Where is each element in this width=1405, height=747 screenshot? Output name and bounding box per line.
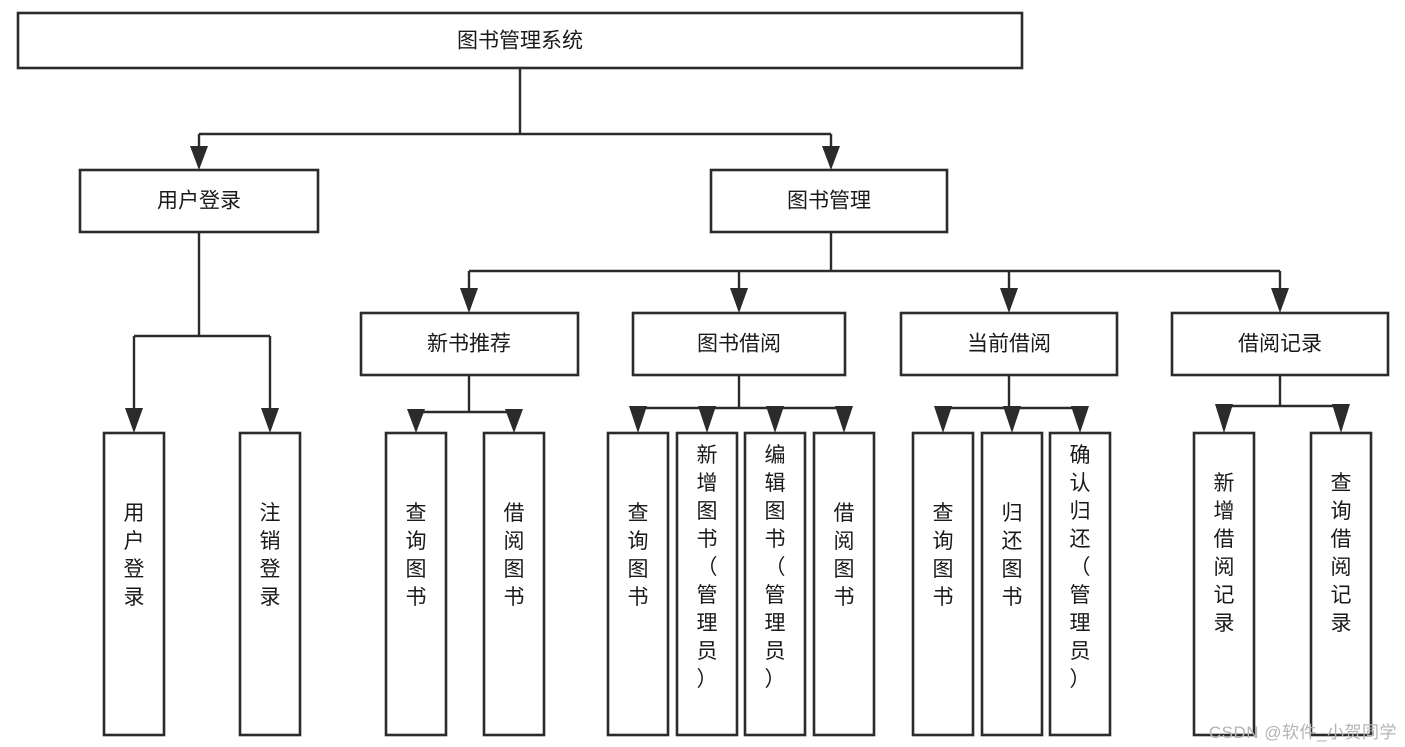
- leaf-edit-book-admin-label: 编辑图书（管理员）: [765, 444, 786, 691]
- arrow-bookmgmt-to-newbook-icon: [460, 288, 478, 313]
- node-user-login-box[interactable]: [78, 168, 320, 234]
- leaf-query-borrow-record[interactable]: 查询借阅记录: [1309, 431, 1373, 737]
- leaf-query-book-2-label: 查询图书: [628, 502, 649, 609]
- leaf-logout-box[interactable]: [238, 431, 302, 737]
- arrow-record-leaf1-icon: [1215, 404, 1233, 433]
- leaf-query-book-3[interactable]: 查询图书: [911, 431, 975, 737]
- node-user-login-label: 用户登录: [157, 190, 241, 213]
- node-root-label: 图书管理系统: [457, 30, 583, 53]
- leaf-add-book-admin-box[interactable]: [675, 431, 739, 737]
- arrow-borrow-leaf2-icon: [698, 406, 716, 433]
- arrow-userlogin-leaf1-icon: [125, 408, 143, 433]
- node-book-borrow[interactable]: 图书借阅: [631, 311, 847, 377]
- node-borrow-record-label: 借阅记录: [1238, 333, 1322, 356]
- node-book-management-label: 图书管理: [787, 190, 871, 213]
- leaf-edit-book-admin-box[interactable]: [743, 431, 807, 737]
- node-new-book-recommend-label: 新书推荐: [427, 333, 511, 356]
- node-current-borrow-box[interactable]: [899, 311, 1119, 377]
- arrow-current-leaf3-icon: [1071, 406, 1089, 433]
- leaf-add-book-admin-label: 新增图书（管理员）: [697, 444, 718, 691]
- leaf-borrow-book-2-label: 借阅图书: [834, 502, 855, 609]
- leaf-query-book-1-label: 查询图书: [406, 502, 427, 609]
- arrow-newbook-leaf1-icon: [407, 409, 425, 433]
- leaf-add-borrow-record-label: 新增借阅记录: [1214, 472, 1235, 635]
- node-root[interactable]: 图书管理系统: [16, 11, 1024, 70]
- node-borrow-record[interactable]: 借阅记录: [1170, 311, 1390, 377]
- node-book-borrow-label: 图书借阅: [697, 333, 781, 356]
- node-user-login[interactable]: 用户登录: [78, 168, 320, 234]
- leaf-borrow-book-1-label: 借阅图书: [504, 502, 525, 609]
- leaf-query-book-1[interactable]: 查询图书: [384, 431, 448, 737]
- node-book-borrow-box[interactable]: [631, 311, 847, 377]
- leaf-query-book-1-box[interactable]: [384, 431, 448, 737]
- arrow-borrow-leaf3-icon: [766, 406, 784, 433]
- leaf-borrow-book-2-box[interactable]: [812, 431, 876, 737]
- edge-layer: [125, 68, 1350, 433]
- leaf-query-borrow-record-box[interactable]: [1309, 431, 1373, 737]
- arrow-record-leaf2-icon: [1332, 404, 1350, 433]
- leaf-confirm-return-admin-label: 确认归还（管理员）: [1070, 444, 1091, 691]
- leaf-edit-book-admin[interactable]: 编辑图书（管理员）: [743, 431, 807, 737]
- leaf-query-borrow-record-label: 查询借阅记录: [1331, 472, 1352, 635]
- leaf-query-book-3-label: 查询图书: [933, 502, 954, 609]
- leaf-return-book-label: 归还图书: [1002, 502, 1023, 609]
- arrow-borrow-leaf4-icon: [835, 406, 853, 433]
- arrow-borrow-leaf1-icon: [629, 406, 647, 433]
- arrow-bookmgmt-to-borrow-icon: [730, 288, 748, 313]
- arrow-current-leaf1-icon: [934, 406, 952, 433]
- leaf-user-login-box[interactable]: [102, 431, 166, 737]
- node-layer: 图书管理系统 用户登录 图书管理 新书推荐 图书借阅 当前: [16, 11, 1390, 737]
- arrow-current-leaf2-icon: [1003, 406, 1021, 433]
- leaf-logout[interactable]: 注销登录: [238, 431, 302, 737]
- leaf-query-book-2-box[interactable]: [606, 431, 670, 737]
- arrow-root-to-user-login-icon: [190, 146, 208, 170]
- node-root-box[interactable]: [16, 11, 1024, 70]
- node-current-borrow[interactable]: 当前借阅: [899, 311, 1119, 377]
- leaf-add-borrow-record-box[interactable]: [1192, 431, 1256, 737]
- leaf-user-login-label: 用户登录: [124, 502, 145, 609]
- node-borrow-record-box[interactable]: [1170, 311, 1390, 377]
- node-new-book-recommend-box[interactable]: [359, 311, 580, 377]
- node-current-borrow-label: 当前借阅: [967, 333, 1051, 356]
- node-book-management-box[interactable]: [709, 168, 949, 234]
- leaf-query-book-3-box[interactable]: [911, 431, 975, 737]
- node-book-management[interactable]: 图书管理: [709, 168, 949, 234]
- leaf-borrow-book-1-box[interactable]: [482, 431, 546, 737]
- leaf-add-book-admin[interactable]: 新增图书（管理员）: [675, 431, 739, 737]
- leaf-return-book-box[interactable]: [980, 431, 1044, 737]
- arrow-root-to-book-mgmt-icon: [822, 146, 840, 170]
- leaf-user-login[interactable]: 用户登录: [102, 431, 166, 737]
- arrow-bookmgmt-to-current-icon: [1000, 288, 1018, 313]
- leaf-confirm-return-admin-box[interactable]: [1048, 431, 1112, 737]
- node-new-book-recommend[interactable]: 新书推荐: [359, 311, 580, 377]
- leaf-borrow-book-2[interactable]: 借阅图书: [812, 431, 876, 737]
- leaf-borrow-book-1[interactable]: 借阅图书: [482, 431, 546, 737]
- leaf-query-book-2[interactable]: 查询图书: [606, 431, 670, 737]
- leaf-return-book[interactable]: 归还图书: [980, 431, 1044, 737]
- watermark-label: CSDN @软件_小贺同学: [1208, 723, 1397, 742]
- arrow-newbook-leaf2-icon: [505, 409, 523, 433]
- leaf-confirm-return-admin[interactable]: 确认归还（管理员）: [1048, 431, 1112, 737]
- leaf-add-borrow-record[interactable]: 新增借阅记录: [1192, 431, 1256, 737]
- arrow-userlogin-leaf2-icon: [261, 408, 279, 433]
- leaf-logout-label: 注销登录: [260, 502, 281, 609]
- arrow-bookmgmt-to-record-icon: [1271, 288, 1289, 313]
